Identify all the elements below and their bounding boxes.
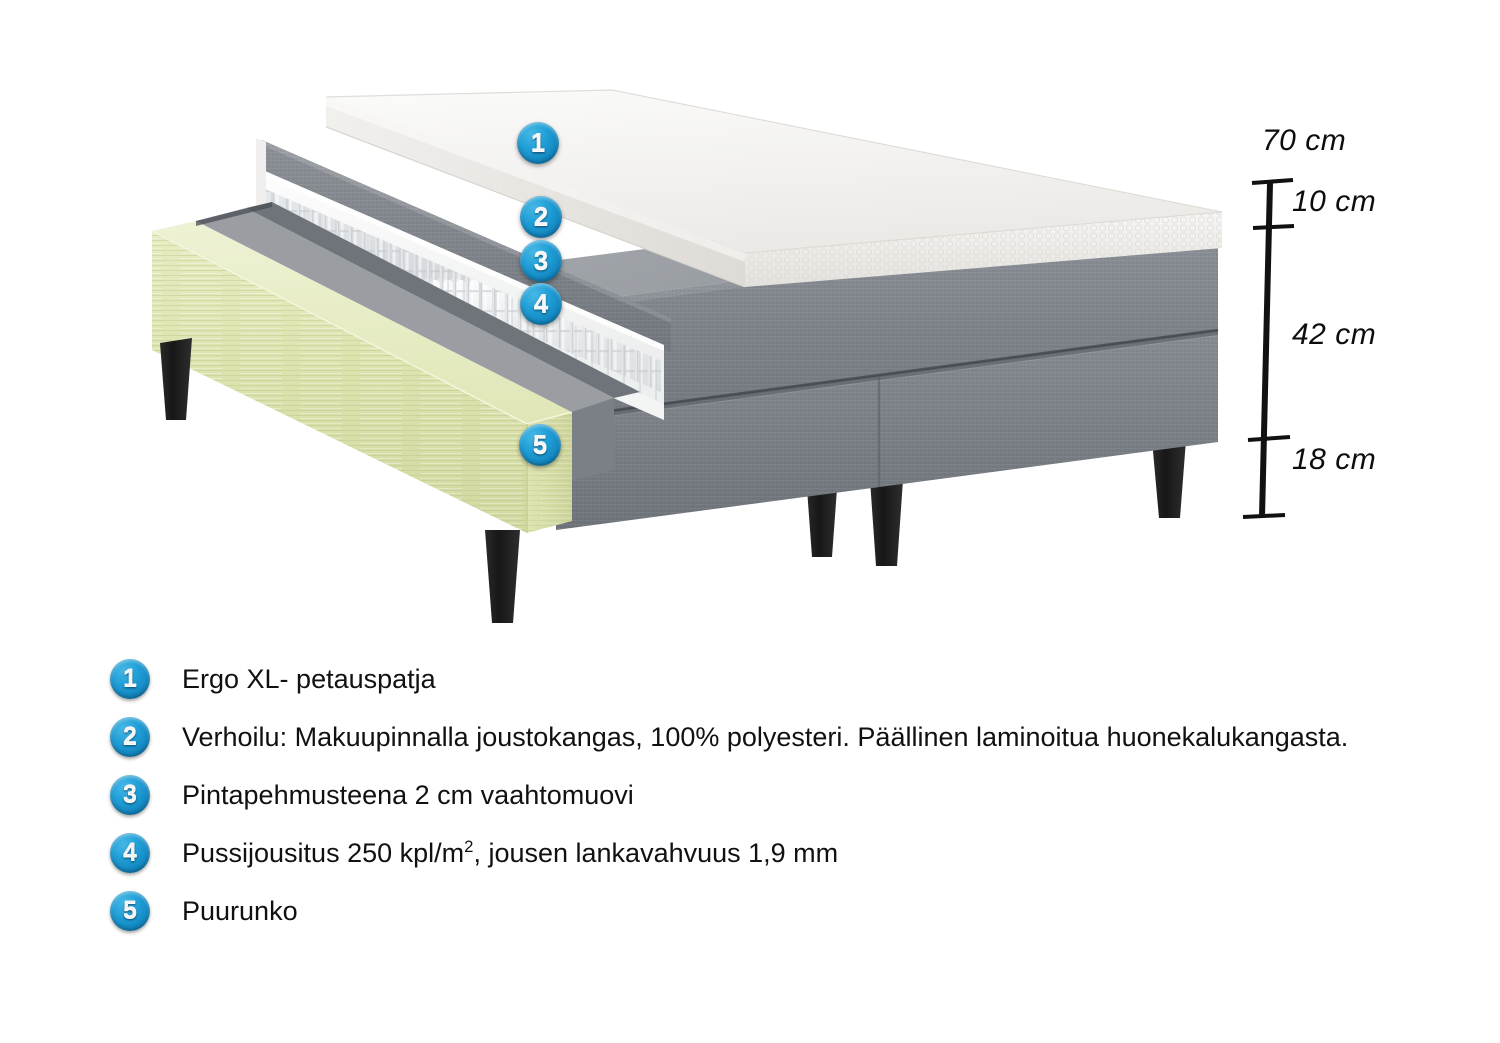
dimension-line — [1242, 178, 1295, 519]
layer-upholstery-band — [262, 140, 671, 352]
legend-item-5: 5 Puurunko — [0, 882, 1500, 940]
legend-text-4: Pussijousitus 250 kpl/m2, jousen lankava… — [182, 837, 838, 869]
callout-badge-2: 2 — [520, 196, 562, 238]
callout-badge-1-number: 1 — [530, 127, 546, 157]
bed-svg — [151, 89, 1295, 623]
callout-badge-3-number: 3 — [533, 245, 549, 275]
legend-text-4-part1: Pussijousitus 250 kpl/m — [182, 838, 465, 868]
callout-badge-4-number: 4 — [533, 288, 549, 318]
legend-text-1: Ergo XL- petauspatja — [182, 663, 436, 694]
legend-text-3: Pintapehmusteena 2 cm vaahtomuovi — [182, 779, 634, 810]
base-deck-gray — [196, 202, 640, 480]
dimension-label-topper: 10 cm — [1292, 185, 1377, 218]
bed-legs-front — [160, 338, 520, 623]
legend-item-2: 2 Verhoilu: Makuupinnalla joustokangas, … — [0, 708, 1500, 766]
legend-badge-4-number: 4 — [123, 837, 137, 866]
bed-cutaway-illustration: 1 2 3 4 5 70 cm 10 cm 42 cm 18 cm — [151, 89, 1377, 623]
legend-badge-2: 2 — [110, 717, 150, 757]
legend-item-3: 3 Pintapehmusteena 2 cm vaahtomuovi — [0, 766, 1500, 824]
legend-badge-3-number: 3 — [123, 779, 137, 808]
legend-list: 1 Ergo XL- petauspatja 2 Verhoilu: Makuu… — [0, 650, 1500, 940]
dimension-label-mattress: 42 cm — [1292, 318, 1377, 351]
dimension-label-base: 18 cm — [1292, 443, 1377, 476]
legend-badge-1: 1 — [110, 659, 150, 699]
callout-badge-4: 4 — [520, 283, 562, 325]
callout-badge-5-number: 5 — [532, 429, 548, 459]
legend-badge-4: 4 — [110, 833, 150, 873]
legend-text-2: Verhoilu: Makuupinnalla joustokangas, 10… — [182, 721, 1349, 752]
legend-text-5: Puurunko — [182, 895, 298, 926]
legend-badge-5: 5 — [110, 891, 150, 931]
callout-badge-2-number: 2 — [533, 201, 549, 231]
callout-badge-3: 3 — [520, 240, 562, 282]
legend-badge-5-number: 5 — [123, 895, 137, 924]
wooden-frame — [151, 221, 573, 533]
legend-item-1: 1 Ergo XL- petauspatja — [0, 650, 1500, 708]
legend-badge-2-number: 2 — [123, 721, 137, 750]
legend-text-4-part2: , jousen lankavahvuus 1,9 mm — [473, 838, 839, 868]
bed-legs-back — [806, 440, 1186, 566]
callout-badge-5: 5 — [519, 424, 561, 466]
dimension-label-total: 70 cm — [1262, 124, 1347, 157]
callout-badge-1: 1 — [517, 122, 559, 164]
legend-item-4: 4 Pussijousitus 250 kpl/m2, jousen lanka… — [0, 824, 1500, 882]
legend-text-4-superscript: 2 — [464, 837, 474, 856]
legend-badge-3: 3 — [110, 775, 150, 815]
legend-badge-1-number: 1 — [123, 663, 137, 692]
